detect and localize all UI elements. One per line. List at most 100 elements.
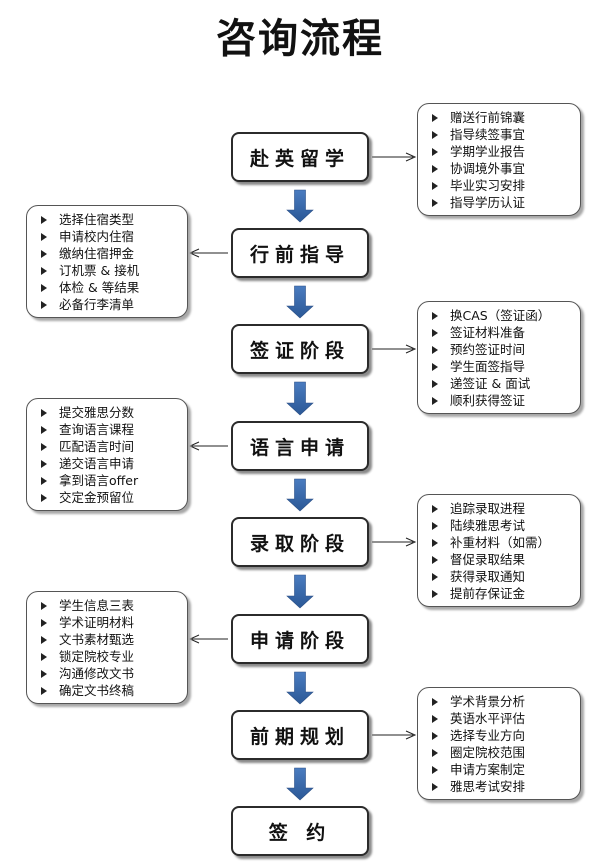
list-item: 匹配语言时间 [41,438,179,455]
connector-arrowhead-icon [405,537,417,547]
bullet-arrow-icon [41,249,47,258]
bullet-arrow-icon [41,459,47,468]
detail-box-planning: 学术背景分析 英语水平评估 选择专业方向 圈定院校范围 申请方案制定 雅思考试安… [417,687,581,800]
bullet-arrow-icon [41,442,47,451]
bullet-arrow-icon [41,686,47,695]
flow-down-arrow-icon [286,671,314,705]
bullet-arrow-icon [41,300,47,309]
list-item: 拿到语言offer [41,472,179,489]
bullet-arrow-icon [41,635,47,644]
bullet-arrow-icon [432,181,438,190]
flow-down-arrow-icon [286,767,314,801]
connector-arrowhead-icon [188,441,200,451]
bullet-arrow-icon [432,589,438,598]
stage-label: 申请阶段 [249,629,350,652]
list-item: 英语水平评估 [432,710,572,727]
connector-arrowhead-icon [188,634,200,644]
bullet-arrow-icon [432,396,438,405]
bullet-arrow-icon [432,555,438,564]
stage-box-application: 申请阶段 [231,614,369,664]
flow-down-arrow-icon [286,574,314,609]
list-item: 换CAS（签证函） [432,307,572,324]
bullet-arrow-icon [432,504,438,513]
list-item: 毕业实习安排 [432,177,572,194]
list-item: 学期学业报告 [432,143,572,160]
list-item: 申请校内住宿 [41,228,179,245]
connector-arrowhead-icon [405,730,417,740]
bullet-arrow-icon [432,731,438,740]
list-item: 督促录取结果 [432,551,572,568]
stage-box-study-abroad: 赴英留学 [231,132,369,182]
stage-box-pre-departure: 行前指导 [231,228,369,278]
list-item: 缴纳住宿押金 [41,245,179,262]
list-item: 确定文书终稿 [41,682,179,699]
list-item: 补重材料（如需） [432,534,572,551]
detail-box-visa: 换CAS（签证函） 签证材料准备 预约签证时间 学生面签指导 递签证 & 面试 … [417,301,581,414]
list-item: 协调境外事宜 [432,160,572,177]
list-item: 赠送行前锦囊 [432,109,572,126]
list-item: 选择住宿类型 [41,211,179,228]
page-title: 咨询流程 [216,16,384,62]
bullet-arrow-icon [41,476,47,485]
bullet-arrow-icon [432,198,438,207]
list-item: 学术证明材料 [41,614,179,631]
list-item: 学生面签指导 [432,358,572,375]
flow-down-arrow-icon [286,189,314,223]
stage-label: 录取阶段 [249,532,350,555]
connector-arrowhead-icon [405,152,417,162]
bullet-arrow-icon [41,652,47,661]
list-item: 圈定院校范围 [432,744,572,761]
bullet-arrow-icon [432,164,438,173]
flow-down-arrow-icon [286,285,314,319]
list-item: 学术背景分析 [432,693,572,710]
bullet-arrow-icon [432,345,438,354]
list-item: 追踪录取进程 [432,500,572,517]
list-item: 体检 & 等结果 [41,279,179,296]
stage-box-visa: 签证阶段 [231,324,369,374]
bullet-arrow-icon [432,748,438,757]
list-item: 顺利获得签证 [432,392,572,409]
bullet-arrow-icon [432,379,438,388]
bullet-arrow-icon [432,130,438,139]
bullet-arrow-icon [41,601,47,610]
bullet-arrow-icon [432,311,438,320]
bullet-arrow-icon [432,765,438,774]
bullet-arrow-icon [432,697,438,706]
list-item: 选择专业方向 [432,727,572,744]
stage-box-language: 语言申请 [231,421,369,471]
list-item: 文书素材甄选 [41,631,179,648]
list-item: 递交语言申请 [41,455,179,472]
list-item: 陆续雅思考试 [432,517,572,534]
bullet-arrow-icon [432,147,438,156]
stage-label: 行前指导 [249,243,350,266]
stage-label: 赴英留学 [249,147,350,170]
detail-box-application: 学生信息三表 学术证明材料 文书素材甄选 锁定院校专业 沟通修改文书 确定文书终… [26,591,188,704]
list-item: 申请方案制定 [432,761,572,778]
list-item: 指导续签事宜 [432,126,572,143]
list-item: 指导学历认证 [432,194,572,211]
bullet-arrow-icon [432,328,438,337]
list-item: 获得录取通知 [432,568,572,585]
list-item: 签证材料准备 [432,324,572,341]
bullet-arrow-icon [41,266,47,275]
bullet-arrow-icon [41,283,47,292]
connector-arrowhead-icon [405,344,417,354]
bullet-arrow-icon [432,362,438,371]
stage-label: 签 约 [268,821,332,844]
bullet-arrow-icon [432,113,438,122]
list-item: 查询语言课程 [41,421,179,438]
flow-down-arrow-icon [286,381,314,416]
detail-box-study-abroad: 赠送行前锦囊 指导续签事宜 学期学业报告 协调境外事宜 毕业实习安排 指导学历认… [417,103,581,216]
list-item: 必备行李清单 [41,296,179,313]
stage-label: 签证阶段 [249,339,350,362]
list-item: 学生信息三表 [41,597,179,614]
connector-arrowhead-icon [188,248,200,258]
detail-box-admission: 追踪录取进程 陆续雅思考试 补重材料（如需） 督促录取结果 获得录取通知 提前存… [417,494,581,607]
detail-box-language: 提交雅思分数 查询语言课程 匹配语言时间 递交语言申请 拿到语言offer 交定… [26,398,188,511]
bullet-arrow-icon [41,425,47,434]
bullet-arrow-icon [41,232,47,241]
bullet-arrow-icon [432,572,438,581]
bullet-arrow-icon [432,521,438,530]
bullet-arrow-icon [41,408,47,417]
